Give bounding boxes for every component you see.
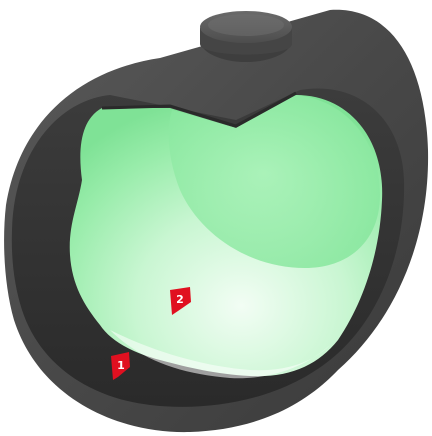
manhole-dome [200,11,292,62]
marker-2-label: 2 [176,293,184,306]
marker-1-label: 1 [117,359,125,372]
